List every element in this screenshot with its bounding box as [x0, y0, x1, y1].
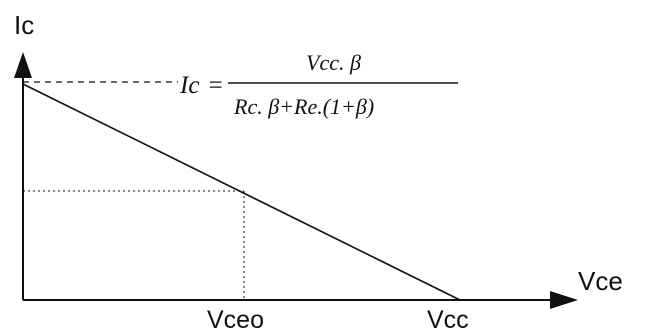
formula-equals: = — [207, 72, 224, 99]
load-line — [22, 83, 461, 301]
vceo-tick-label: Vceo — [207, 306, 264, 333]
vcc-tick-label: Vcc — [427, 306, 469, 333]
formula-numerator: Vcc. β — [306, 50, 361, 75]
y-axis-arrow-icon — [14, 52, 32, 78]
x-axis-arrow-icon — [550, 291, 578, 309]
formula-lhs: Ic — [179, 72, 199, 99]
x-axis-label: Vce — [578, 266, 623, 296]
y-axis-label: Ic — [14, 10, 34, 40]
formula-denominator: Rc. β+Re.(1+β) — [233, 94, 374, 119]
collector-current-formula: Ic = Vcc. β Rc. β+Re.(1+β) — [179, 50, 458, 119]
